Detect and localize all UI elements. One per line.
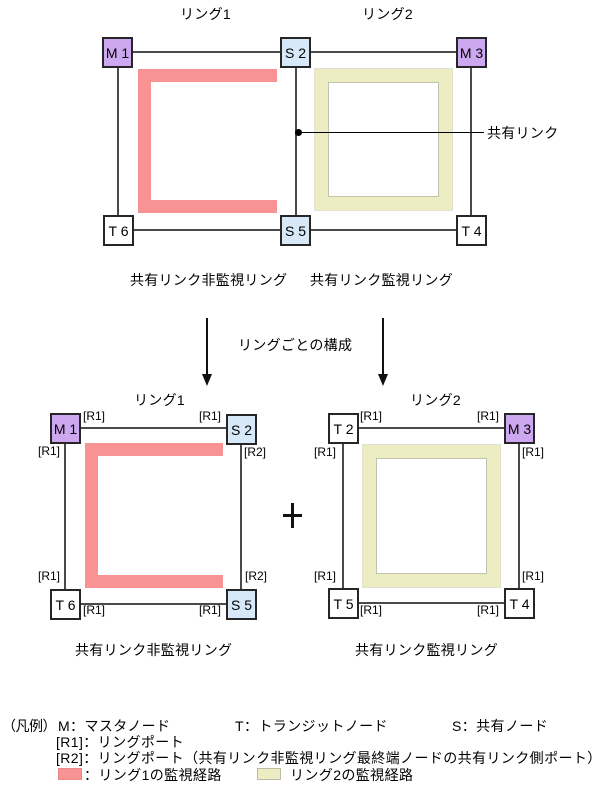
port-r1-t6-east: [R1]	[83, 603, 106, 617]
ring2-monitoring-path	[363, 445, 500, 587]
port-r1-m1-south: [R1]	[38, 444, 61, 458]
top-ring1-title: リング1	[180, 6, 231, 22]
legend-yellow-swatch	[257, 768, 281, 780]
legend-pink-swatch	[58, 768, 82, 780]
port-r1-s2-west: [R1]	[199, 409, 222, 423]
legend-pink-label: ：リング1の監視経路	[84, 767, 222, 783]
legend-master: M：マスタノード	[58, 718, 171, 734]
node-t4-top: T 4	[456, 215, 487, 246]
node-m3-ring2: M 3	[504, 413, 535, 444]
shared-link-pointer-line	[299, 132, 484, 133]
down-arrow-right-line	[382, 318, 384, 375]
legend-r2: [R2]：リングポート（共有リンク非監視リング最終端ノードの共有リンク側ポート）	[56, 750, 602, 766]
port-r1-m3-south: [R1]	[522, 445, 545, 459]
node-m1-top: M 1	[102, 37, 133, 68]
link-m1-t6	[117, 68, 119, 215]
plus-sign-vbar	[291, 503, 294, 528]
port-r2-s2-south: [R2]	[244, 445, 267, 459]
r2-link-t2-t5	[342, 442, 344, 588]
transition-label: リングごとの構成	[238, 337, 353, 353]
top-caption-monitored: 共有リンク監視リング	[310, 272, 453, 288]
ring1-caption: 共有リンク非監視リング	[75, 642, 233, 658]
node-s5-ring1: S 5	[226, 589, 257, 620]
legend-transit: T：トランジットノード	[235, 718, 388, 734]
legend-shared: S：共有ノード	[452, 718, 549, 734]
top-caption-unmonitored: 共有リンク非監視リング	[130, 272, 288, 288]
port-r1-t5-north: [R1]	[314, 569, 337, 583]
shared-link-label: 共有リンク	[487, 125, 559, 141]
node-t2-ring2: T 2	[328, 413, 359, 444]
node-t6-ring1: T 6	[50, 589, 81, 620]
down-arrow-right-head	[378, 374, 388, 386]
legend-yellow-label: リング2の監視経路	[290, 767, 414, 783]
ring1-title: リング1	[134, 392, 185, 408]
link-m3-t4	[470, 67, 472, 215]
port-r1-t5-east: [R1]	[360, 603, 383, 617]
ring1-monitoring-path-top	[138, 69, 277, 213]
node-t5-ring2: T 5	[328, 588, 359, 619]
port-r1-t4-north: [R1]	[522, 569, 545, 583]
node-s5-top: S 5	[280, 215, 311, 246]
node-s2-top: S 2	[280, 37, 311, 68]
node-t6-top: T 6	[103, 215, 134, 246]
port-r1-t4-west: [R1]	[477, 603, 500, 617]
port-r1-m3-west: [R1]	[477, 409, 500, 423]
r1-link-t6-s5	[81, 603, 226, 605]
link-s2-m3	[311, 51, 456, 53]
shared-link-dot	[295, 129, 302, 136]
link-m1-s2	[133, 51, 280, 53]
port-r2-s5-north: [R2]	[245, 569, 268, 583]
top-ring2-title: リング2	[362, 6, 413, 22]
legend-r1: [R1]：リングポート	[56, 734, 185, 750]
node-m3-top: M 3	[456, 37, 487, 68]
ring2-title: リング2	[410, 392, 461, 408]
node-t4-ring2: T 4	[504, 588, 535, 619]
port-r1-t2-east: [R1]	[360, 409, 383, 423]
r1-link-m1-s2	[81, 427, 226, 429]
port-r1-t2-south: [R1]	[314, 445, 337, 459]
port-r1-s5-west: [R1]	[199, 603, 222, 617]
port-r1-t6-north: [R1]	[38, 569, 61, 583]
ring2-monitoring-path-top	[315, 69, 452, 210]
r2-link-m3-t4	[518, 442, 520, 588]
r2-link-t5-t4	[359, 602, 504, 604]
node-s2-ring1: S 2	[226, 414, 257, 445]
link-s5-t4	[311, 229, 456, 231]
port-r1-m1-east: [R1]	[83, 409, 106, 423]
link-s2-s5-shared	[295, 68, 297, 215]
r1-link-m1-t6	[64, 444, 66, 589]
r2-link-t2-m3	[359, 427, 504, 429]
down-arrow-left-line	[206, 318, 208, 375]
down-arrow-left-head	[202, 374, 212, 386]
ring1-monitoring-path	[85, 443, 223, 588]
link-t6-s5	[134, 229, 280, 231]
legend-title: （凡例）	[2, 718, 57, 734]
r1-link-s2-s5	[240, 445, 242, 589]
node-m1-ring1: M 1	[50, 413, 81, 444]
ring2-caption: 共有リンク監視リング	[355, 642, 498, 658]
